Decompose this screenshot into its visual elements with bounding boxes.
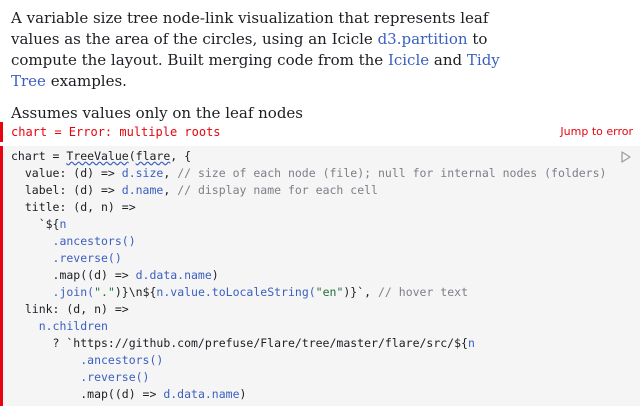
code-token: )}`, (343, 285, 378, 299)
code-comment: // hover text (378, 285, 469, 299)
text: and (429, 51, 467, 69)
code-token: d.data.name (135, 268, 212, 282)
code-token: .map((d) => (11, 387, 164, 401)
tidy-tree-link[interactable]: Tidy Tree (11, 51, 500, 90)
code-string: "en" (315, 285, 344, 299)
code-token: .reverse() (11, 370, 150, 384)
code-token: `${ (11, 217, 60, 231)
code-token: flare (135, 149, 171, 163)
code-token: n (59, 217, 67, 231)
code-comment: // display name for each cell (177, 183, 378, 197)
code-token: TreeValue (66, 149, 129, 163)
text: A variable size tree node-link visualiza… (11, 9, 489, 48)
text: to compute the layout. Built merging cod… (11, 30, 488, 69)
code-token: chart = (11, 149, 67, 163)
d3-partition-link[interactable]: d3.partition (377, 30, 468, 48)
jump-to-error-link[interactable]: Jump to error (560, 125, 633, 138)
code-cell[interactable]: chart = TreeValue(flare, { value: (d) =>… (0, 146, 640, 406)
code-token: .ancestors() (11, 353, 164, 367)
error-cell: chart = Error: multiple roots Jump to er… (0, 122, 640, 144)
code-string: "." (94, 285, 115, 299)
code-token: , (163, 166, 178, 180)
code-token: ? `https://github.com/prefuse/Flare/tree… (11, 336, 468, 350)
code-token: title: (d, n) => (11, 200, 136, 214)
code-token: d.size (121, 166, 164, 180)
description: A variable size tree node-link visualiza… (11, 8, 531, 92)
code-token: d.data.name (163, 387, 240, 401)
code-token: n.children (11, 319, 108, 333)
code-token: value: (d) => (11, 166, 122, 180)
code-token: label: (d) => (11, 183, 122, 197)
assumption-note: Assumes values only on the leaf nodes (11, 104, 304, 122)
code-token: )}\n${ (114, 285, 157, 299)
error-indicator-bar (0, 146, 3, 406)
code-token: .reverse() (11, 251, 122, 265)
code-comment: // size of each node (file); null for in… (177, 166, 607, 180)
run-cell-icon[interactable] (620, 151, 632, 163)
code-token: , (163, 183, 178, 197)
code-token: .ancestors() (11, 234, 136, 248)
text: examples. (45, 72, 127, 90)
code-token: n.value.toLocaleString( (156, 285, 316, 299)
code-token: ) (239, 387, 247, 401)
code-token: , { (170, 149, 192, 163)
error-indicator-bar (0, 122, 3, 142)
code-editor[interactable]: chart = TreeValue(flare, { value: (d) =>… (11, 148, 606, 403)
code-token: ( (128, 149, 136, 163)
code-token: link: (d, n) => (11, 302, 129, 316)
icicle-link[interactable]: Icicle (387, 51, 430, 69)
code-token: n (467, 336, 475, 350)
description-paragraph: A variable size tree node-link visualiza… (11, 8, 531, 92)
code-token: d.name (121, 183, 164, 197)
code-token: .map((d) => (11, 268, 136, 282)
error-message: chart = Error: multiple roots (11, 125, 221, 139)
code-token: ) (211, 268, 219, 282)
code-token: .join( (11, 285, 95, 299)
